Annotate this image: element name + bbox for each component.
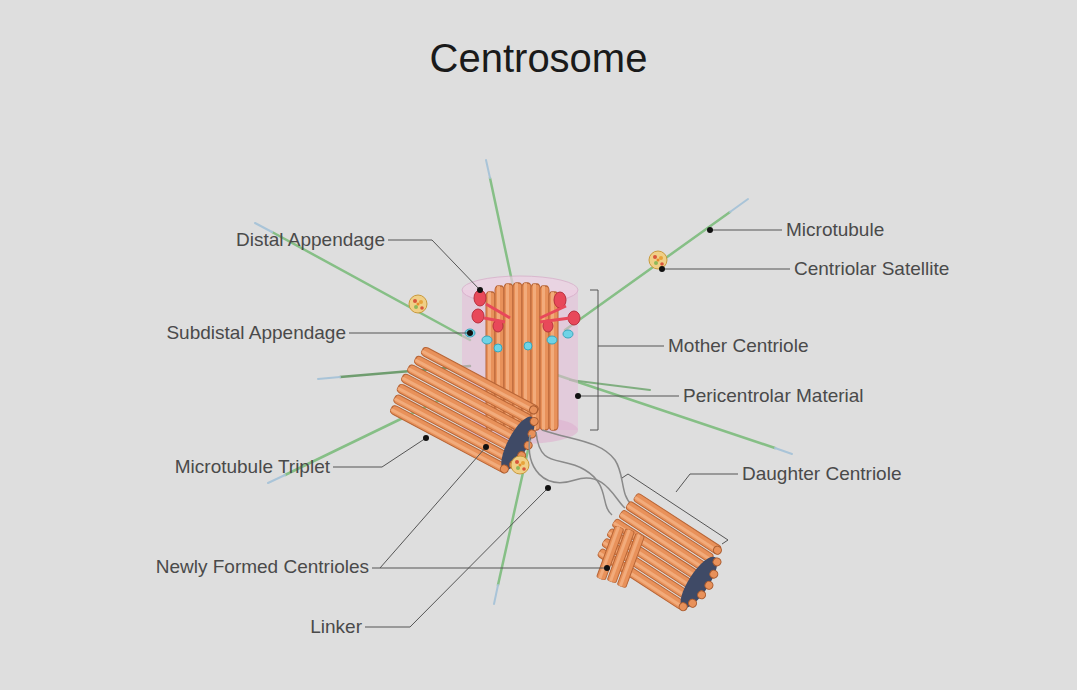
newly-formed-centriole	[385, 344, 550, 479]
daughter-centriole	[594, 491, 734, 618]
leader-lines	[333, 230, 790, 627]
leader-dots	[423, 227, 713, 571]
centriolar-satellite	[649, 251, 667, 269]
centriolar-satellite	[409, 295, 427, 313]
part-label: Daughter Centriole	[742, 462, 901, 486]
diagram-title: Centrosome	[0, 34, 1077, 82]
part-label: Pericentrolar Material	[683, 384, 864, 408]
newly-formed-centriole	[597, 525, 645, 588]
linker-fibers	[529, 430, 632, 515]
part-label: Linker	[310, 615, 362, 639]
part-label: Subdistal Appendage	[166, 321, 346, 345]
part-label: Distal Appendage	[236, 228, 385, 252]
part-label: Microtubule Triplet	[175, 455, 330, 479]
part-label: Microtubule	[786, 218, 884, 242]
distal-appendages	[472, 290, 580, 332]
part-label: Newly Formed Centrioles	[156, 555, 369, 579]
part-label: Centriolar Satellite	[794, 257, 949, 281]
centriolar-satellite	[511, 456, 529, 474]
subdistal-appendages	[465, 329, 573, 352]
mother-centriole	[486, 283, 558, 431]
part-label: Mother Centriole	[668, 334, 808, 358]
microtubules	[255, 160, 792, 604]
